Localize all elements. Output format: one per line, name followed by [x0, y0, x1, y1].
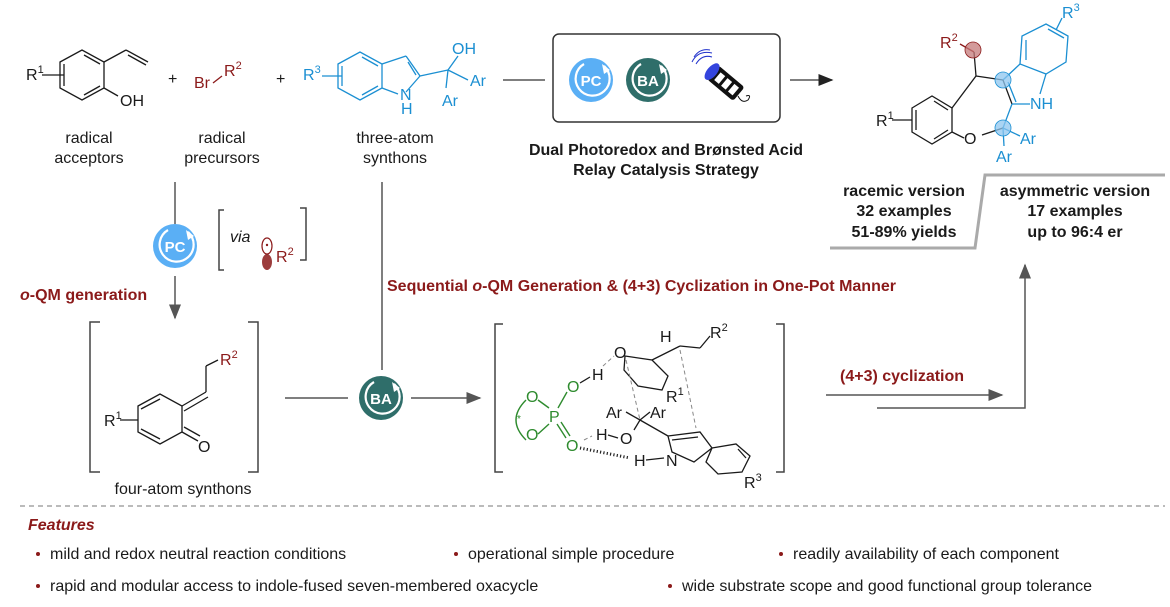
r2-label: R2: [220, 349, 238, 369]
light-bulb-icon: [691, 49, 751, 102]
product-structure: O NH Ar Ar R1 R2 R3: [876, 2, 1080, 166]
o-label: O: [526, 389, 538, 406]
feature-item: rapid and modular access to indole-fused…: [36, 578, 538, 595]
nh-label: NH: [1030, 96, 1053, 113]
oh-label: OH: [452, 41, 476, 58]
r2-label: R2: [710, 322, 728, 342]
oqm-generation-label: o-QM generation: [20, 287, 147, 304]
asymmetric-examples: 17 examples: [1027, 203, 1122, 220]
via-label: via: [230, 229, 251, 246]
r3-label: R3: [744, 472, 762, 492]
o-label: O: [526, 427, 538, 444]
results-divider: [830, 173, 1165, 250]
svg-text:PC: PC: [581, 73, 602, 90]
strategy-caption-2: Relay Catalysis Strategy: [573, 162, 759, 179]
plus-sign: +: [276, 71, 285, 88]
svg-text:operational simple procedure: operational simple procedure: [468, 546, 674, 563]
svg-text:PC: PC: [165, 239, 186, 256]
racemic-yields: 51-89% yields: [852, 224, 957, 241]
bracket-right: [300, 207, 307, 261]
racemic-title: racemic version: [843, 183, 965, 200]
chiral-star: *: [517, 414, 521, 425]
three-atom-synthon-structure: OH Ar Ar N H R3: [303, 41, 487, 118]
ar-label: Ar: [650, 405, 667, 422]
r2-label: R2: [940, 32, 958, 52]
r3-label: R3: [303, 64, 321, 84]
r1-label: R1: [666, 386, 684, 406]
bracket-left: [89, 321, 100, 473]
radical-acceptor-structure: OH R1: [26, 49, 149, 110]
sequential-label: Sequential o-QM Generation & (4+3) Cycli…: [387, 278, 896, 295]
o-label: O: [620, 431, 632, 448]
racemic-results: racemic version 32 examples 51-89% yield…: [843, 183, 965, 241]
h-label: H: [596, 427, 608, 444]
oqm-intermediate-structure: O R1 R2: [104, 349, 238, 456]
bracket-left: [494, 323, 503, 473]
o-label: O: [614, 345, 626, 362]
r2-label: R2: [224, 60, 242, 80]
bracket-left: [218, 209, 224, 271]
feature-item: mild and redox neutral reaction conditio…: [36, 546, 346, 563]
r1-label: R1: [26, 64, 44, 84]
features-title: Features: [28, 517, 95, 534]
ba-step-icon: BA: [359, 376, 403, 420]
ar-label: Ar: [470, 73, 487, 90]
br-label: Br: [194, 75, 211, 92]
strategy-caption-1: Dual Photoredox and Brønsted Acid: [529, 142, 803, 159]
svg-text:BA: BA: [370, 391, 392, 408]
ba-catalyst-icon: BA: [626, 58, 670, 102]
plus-sign: +: [168, 71, 177, 88]
feature-item: operational simple procedure: [454, 546, 674, 563]
ar-label: Ar: [1020, 131, 1037, 148]
o-label: O: [567, 379, 579, 396]
h-label: H: [634, 453, 646, 470]
radical-acceptors-caption-2: acceptors: [54, 150, 123, 167]
pc-catalyst-icon: PC: [569, 58, 613, 102]
r1-label: R1: [104, 410, 122, 430]
n-label: N: [400, 87, 412, 104]
three-atom-caption-2: synthons: [363, 150, 427, 167]
oh-label: OH: [120, 93, 144, 110]
pc-step-icon: PC: [153, 224, 197, 268]
svg-text:mild and redox neutral reactio: mild and redox neutral reaction conditio…: [50, 546, 346, 563]
cyclization-label: (4+3) cyclization: [840, 368, 964, 385]
asymmetric-er: up to 96:4 er: [1027, 224, 1122, 241]
racemic-examples: 32 examples: [856, 203, 951, 220]
o-label: O: [964, 131, 976, 148]
svg-text:wide substrate scope and good: wide substrate scope and good functional…: [681, 578, 1092, 595]
r3-label: R3: [1062, 2, 1080, 22]
feature-item: readily availability of each component: [779, 546, 1059, 563]
svg-text:BA: BA: [637, 73, 659, 90]
ar-label: Ar: [606, 405, 623, 422]
connector-arrow-up: [877, 263, 1031, 409]
h-label: H: [401, 101, 413, 118]
h-label: H: [660, 329, 672, 346]
o-label: O: [198, 439, 210, 456]
asymmetric-results: asymmetric version 17 examples up to 96:…: [1000, 183, 1150, 241]
o-label: O: [566, 438, 578, 455]
svg-text:readily availability of each c: readily availability of each component: [793, 546, 1059, 563]
ar-label: Ar: [996, 149, 1013, 166]
radical-r2-label: R2: [276, 246, 294, 266]
three-atom-caption-1: three-atom: [356, 130, 433, 147]
radical-orbital-icon: [261, 237, 273, 270]
svg-text:rapid and modular access to in: rapid and modular access to indole-fused…: [50, 578, 538, 595]
bracket-right: [248, 321, 259, 473]
four-atom-caption: four-atom synthons: [115, 481, 252, 498]
radical-precursor-structure: Br R2: [194, 60, 242, 92]
radical-precursors-caption-2: precursors: [184, 150, 260, 167]
feature-item: wide substrate scope and good functional…: [668, 578, 1092, 595]
radical-acceptors-caption-1: radical: [65, 130, 112, 147]
transition-state-structure: O O P O O * H O H R1 R2 Ar Ar O H: [515, 322, 762, 492]
n-label: N: [666, 453, 678, 470]
bracket-right: [776, 323, 785, 473]
p-label: P: [549, 409, 560, 426]
radical-precursors-caption-1: radical: [198, 130, 245, 147]
h-label: H: [592, 367, 604, 384]
r1-label: R1: [876, 110, 894, 130]
ar-label: Ar: [442, 93, 459, 110]
asymmetric-title: asymmetric version: [1000, 183, 1150, 200]
